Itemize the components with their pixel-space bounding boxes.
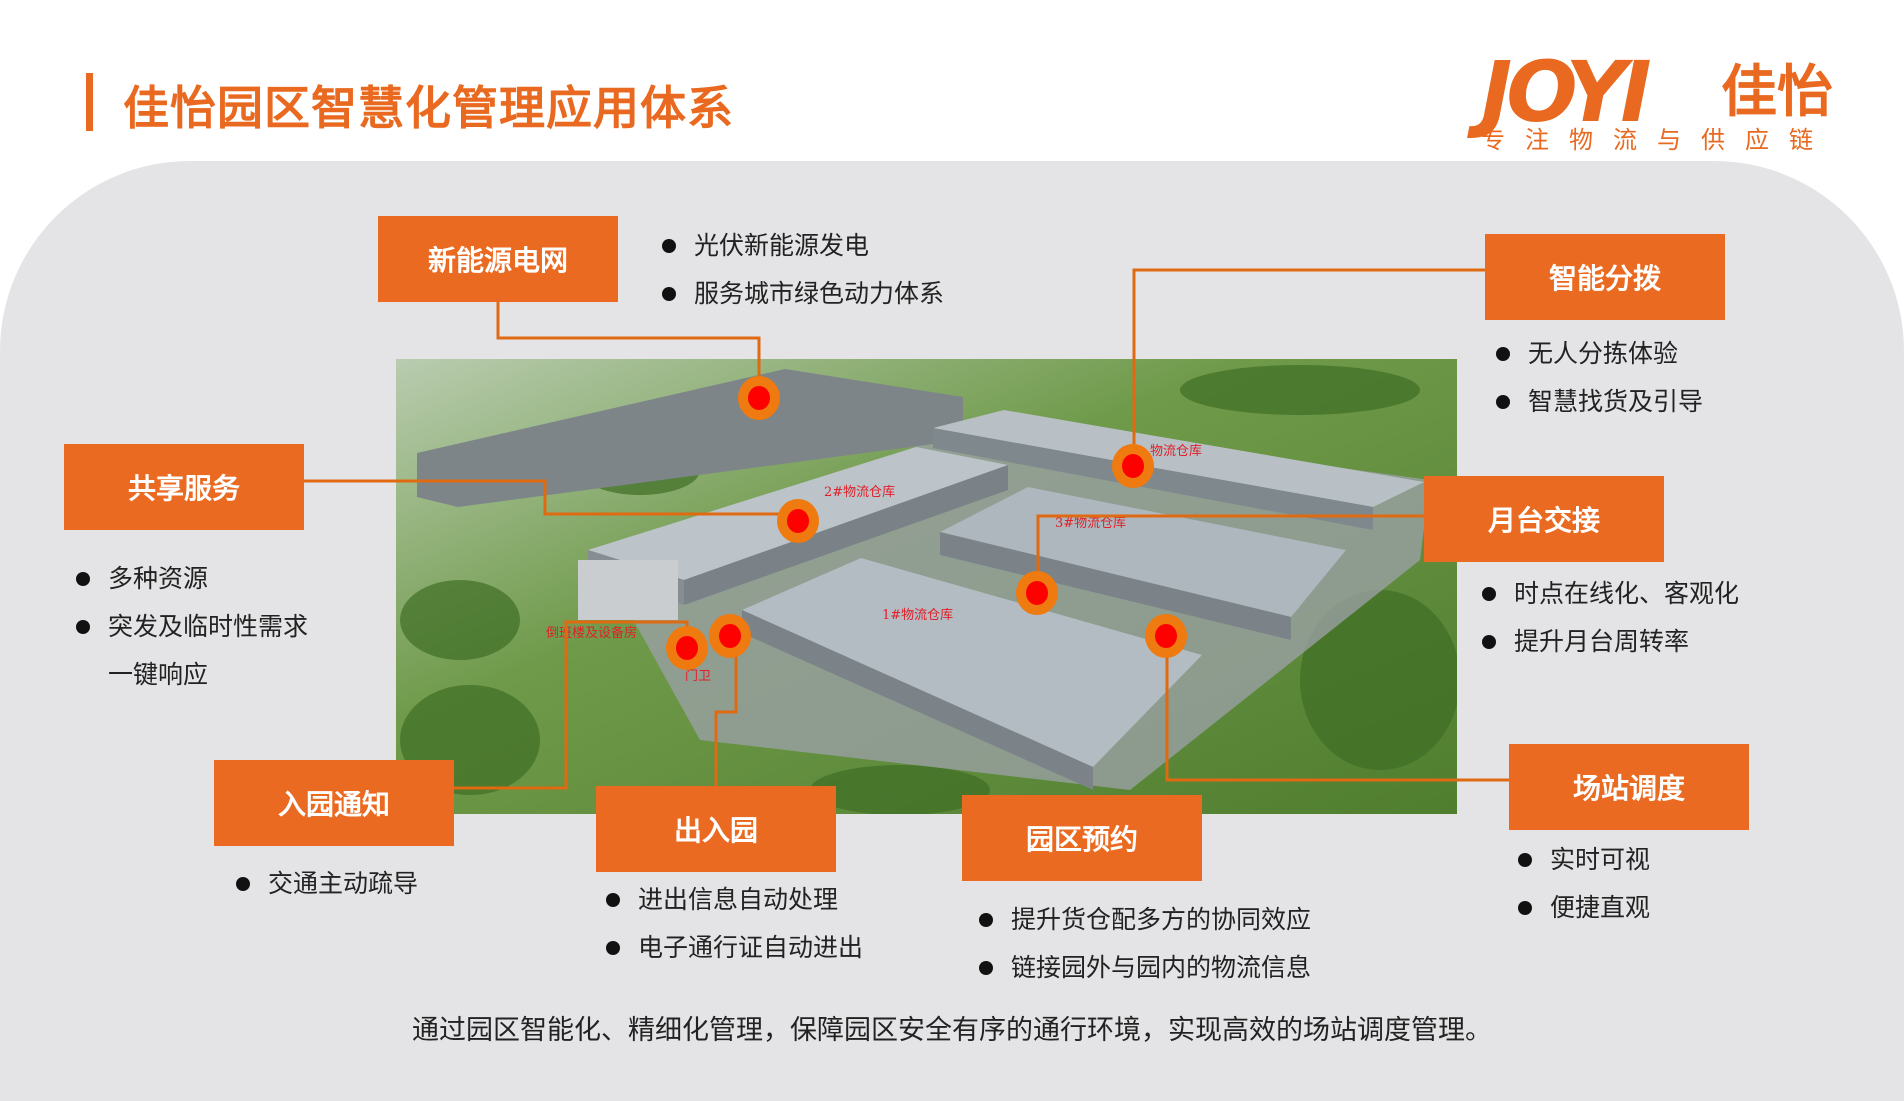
connector-line [304,479,798,516]
list-item: 光伏新能源发电 [662,222,944,270]
photo-label: 倒班楼及设备房 [546,625,637,641]
module-dock-handover-list: 时点在线化、客观化 提升月台周转率 [1482,570,1739,666]
connector-line [1132,268,1485,466]
page-title: 佳怡园区智慧化管理应用体系 [123,81,734,135]
building-4 [933,410,1424,507]
list-item: 一键响应 [108,660,209,689]
marker-gate [709,614,751,658]
photo-label: 3#物流仓库 [1055,515,1126,531]
module-new-energy-grid: 新能源电网 [378,216,618,302]
list-item: 服务城市绿色动力体系 [662,270,944,318]
list-item: 突发及临时性需求 [76,603,308,651]
list-item: 提升月台周转率 [1482,618,1739,666]
park-aerial-photo: 物流仓库 2#物流仓库 3#物流仓库 1#物流仓库 倒班楼及设备房 门卫 [396,359,1457,814]
module-shared-service-list: 多种资源 突发及临时性需求 一键响应 [76,555,308,699]
list-item: 无人分拣体验 [1496,330,1703,378]
list-item: 提升货仓配多方的协同效应 [979,896,1311,944]
summary-footer: 通过园区智能化、精细化管理，保障园区安全有序的通行环境，实现高效的场站调度管理。 [412,1015,1492,1046]
marker-smart-sorting [1112,444,1154,488]
park-diagram: 物流仓库 2#物流仓库 3#物流仓库 1#物流仓库 倒班楼及设备房 门卫 [304,268,1509,814]
list-item: 多种资源 [76,555,308,603]
module-park-reservation: 园区预约 [962,795,1202,881]
connector-lines [304,268,1509,790]
photo-label: 1#物流仓库 [882,607,953,623]
photo-label: 门卫 [685,669,711,684]
connector-line [1036,514,1424,593]
module-gate-access: 出入园 [596,786,836,872]
marker-dock-handover [1016,571,1058,615]
list-item: 进出信息自动处理 [606,876,863,924]
building-3 [940,487,1346,617]
module-entry-notice: 入园通知 [214,760,454,846]
connector-line [714,636,738,786]
marker-entry-notice [666,626,708,670]
connector-line [1165,636,1509,782]
photo-label: 2#物流仓库 [824,484,895,500]
marker-new-energy [738,376,780,420]
list-item: 时点在线化、客观化 [1482,570,1739,618]
list-item: 交通主动疏导 [236,860,418,908]
module-dock-handover: 月台交接 [1424,476,1664,562]
module-entry-notice-list: 交通主动疏导 [236,860,418,908]
building-1 [742,558,1202,767]
list-item: 便捷直观 [1518,884,1650,932]
title-accent-bar [86,73,93,131]
marker-shared-service [777,499,819,543]
marker-yard-dispatch [1145,614,1187,658]
module-yard-dispatch-list: 实时可视 便捷直观 [1518,836,1650,932]
module-new-energy-list: 光伏新能源发电 服务城市绿色动力体系 [662,222,944,318]
joyi-logo: JOYI 佳怡 专注物流与供应链 [1481,44,1841,154]
logo-chinese-name: 佳怡 [1721,60,1833,125]
location-markers [666,376,1187,670]
building-back [417,369,963,507]
logo-tagline: 专注物流与供应链 [1481,126,1833,154]
list-item: 实时可视 [1518,836,1650,884]
photo-label: 物流仓库 [1150,443,1202,459]
logo-mark: JOYI [1481,43,1652,141]
module-gate-access-list: 进出信息自动处理 电子通行证自动进出 [606,876,863,972]
module-shared-service: 共享服务 [64,444,304,530]
list-item: 电子通行证自动进出 [606,924,863,972]
module-yard-dispatch: 场站调度 [1509,744,1749,830]
list-item: 链接园外与园内的物流信息 [979,944,1311,992]
module-smart-sorting-list: 无人分拣体验 智慧找货及引导 [1496,330,1703,426]
module-park-reservation-list: 提升货仓配多方的协同效应 链接园外与园内的物流信息 [979,896,1311,992]
list-item: 智慧找货及引导 [1496,378,1703,426]
connector-line [496,301,761,398]
module-smart-sorting: 智能分拨 [1485,234,1725,320]
